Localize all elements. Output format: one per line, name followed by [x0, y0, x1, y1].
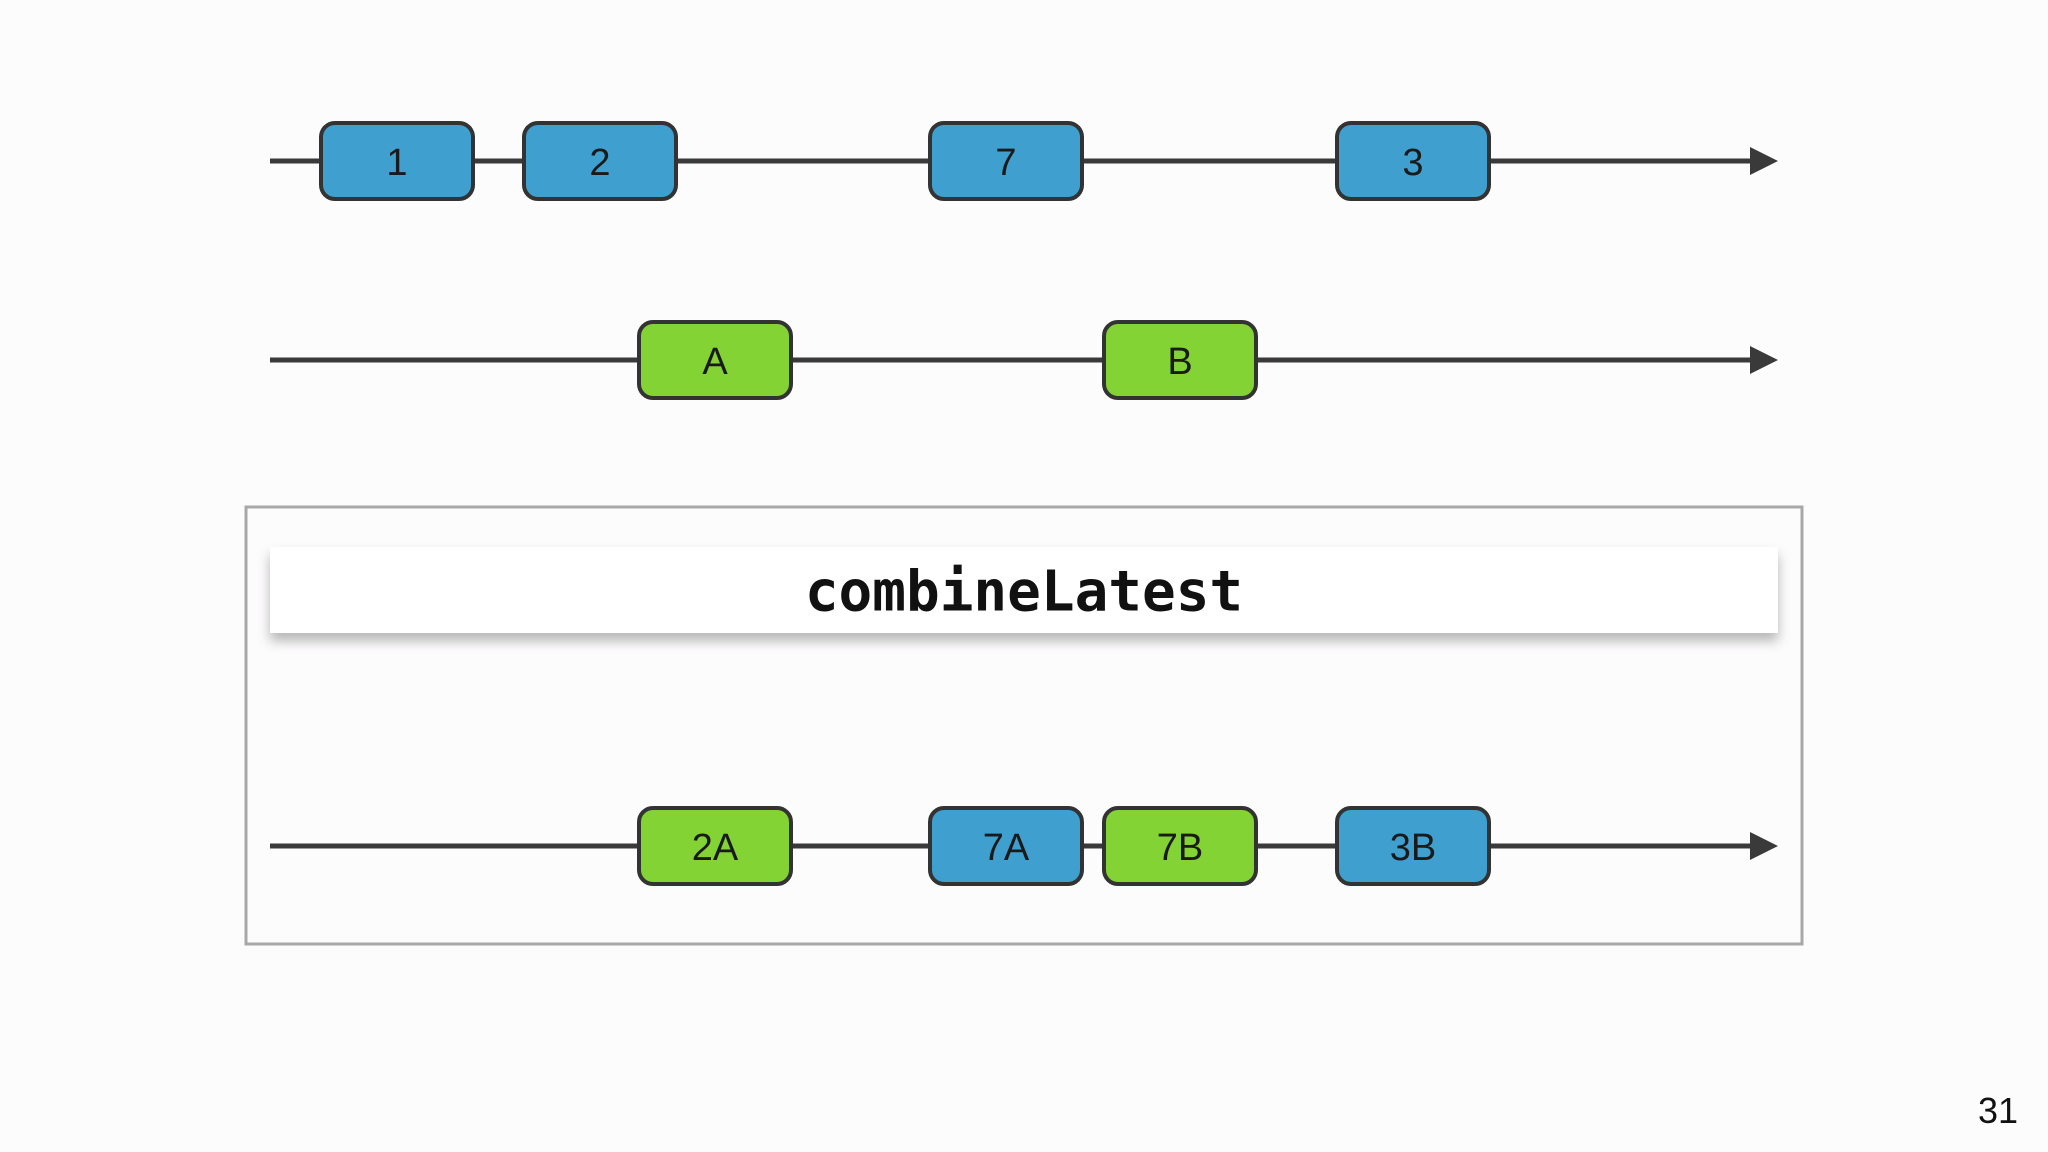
marble: 2A [637, 806, 793, 886]
marble: 2 [522, 121, 678, 201]
marble: 7A [928, 806, 1084, 886]
marble-label: A [702, 341, 728, 383]
marble: B [1102, 320, 1258, 400]
marble-label: 7 [995, 142, 1016, 184]
operator-name: combineLatest [805, 560, 1243, 625]
timeline-arrowhead [1750, 147, 1778, 175]
marble-label: 7B [1157, 827, 1203, 869]
marble-box [1335, 121, 1491, 201]
marble-label: 7A [983, 827, 1030, 869]
marble-box [319, 121, 475, 201]
marble: A [637, 320, 793, 400]
timeline-arrowhead [1750, 346, 1778, 374]
marble: 1 [319, 121, 475, 201]
timeline-arrowhead [1750, 832, 1778, 860]
marble: 3 [1335, 121, 1491, 201]
marble-label: 2 [589, 142, 610, 184]
marble-label: 2A [692, 827, 739, 869]
input-stream-1: 1 2 7 3 [270, 121, 1778, 201]
marble-box [1335, 806, 1491, 886]
marble-box [1102, 320, 1258, 400]
marble: 7 [928, 121, 1084, 201]
marble: 7B [1102, 806, 1258, 886]
marble: 3B [1335, 806, 1491, 886]
page-number: 31 [1977, 1090, 2018, 1131]
operator-panel [270, 547, 1778, 633]
marble-box [928, 806, 1084, 886]
marble-box [522, 121, 678, 201]
marble-box [1102, 806, 1258, 886]
marble-label: 3B [1390, 827, 1436, 869]
marble-box [928, 121, 1084, 201]
marble-label: B [1167, 341, 1192, 383]
output-stream: 2A 7A 7B 3B [270, 806, 1778, 886]
marble-label: 3 [1402, 142, 1423, 184]
marble-box [637, 320, 793, 400]
marble-box [637, 806, 793, 886]
operator-frame [244, 505, 1804, 946]
marble-label: 1 [386, 142, 407, 184]
